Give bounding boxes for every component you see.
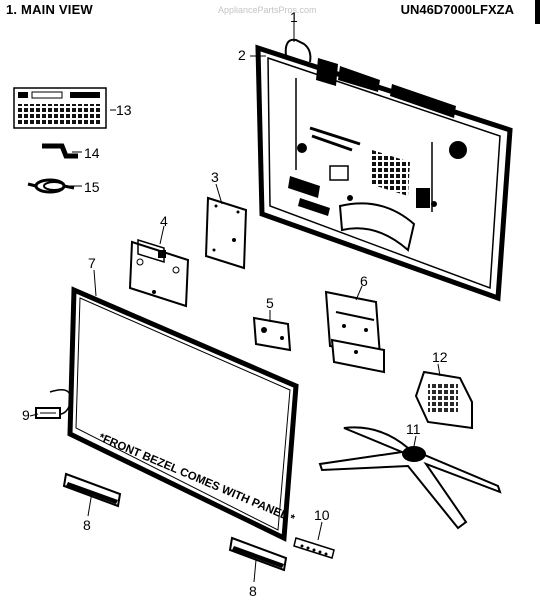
callout-8-left: 8: [83, 517, 91, 533]
callout-1: 1: [290, 9, 298, 25]
part-small-bracket[interactable]: [252, 316, 292, 352]
callout-3: 3: [211, 169, 219, 185]
part-rear-cover[interactable]: [255, 38, 513, 302]
leader-lines: [29, 22, 441, 583]
callout-12: 12: [432, 349, 448, 365]
part-cable[interactable]: [42, 143, 78, 159]
bezel-note: *FRONT BEZEL COMES WITH PANEL *: [97, 432, 297, 526]
callout-5: 5: [266, 295, 274, 311]
callout-4: 4: [160, 213, 168, 229]
callout-2: 2: [238, 47, 246, 63]
part-main-board[interactable]: [204, 196, 248, 270]
callout-9: 9: [22, 407, 30, 423]
callout-14: 14: [84, 145, 100, 161]
part-stand-neck[interactable]: [414, 370, 473, 430]
callout-8-right: 8: [249, 583, 257, 599]
part-remote-label[interactable]: [13, 87, 107, 129]
part-stand-base[interactable]: [318, 426, 502, 530]
callout-6: 6: [360, 273, 368, 289]
watermark: AppliancePartsPros.com: [218, 5, 317, 15]
section-title: 1. MAIN VIEW: [6, 2, 93, 17]
part-stand-mount-bracket[interactable]: [324, 290, 385, 374]
callout-7: 7: [88, 255, 96, 271]
part-ir-sensor[interactable]: [35, 389, 72, 419]
part-speaker-right[interactable]: [228, 536, 288, 572]
callout-13: 13: [116, 102, 132, 118]
part-speaker-left[interactable]: [62, 472, 122, 508]
part-lcd-panel-bezel[interactable]: [67, 286, 299, 542]
model-number: UN46D7000LFXZA: [400, 2, 514, 17]
part-power-board[interactable]: [128, 238, 190, 308]
part-function-keys[interactable]: [293, 537, 335, 559]
part-power-cord[interactable]: [27, 178, 75, 194]
callout-15: 15: [84, 179, 100, 195]
callout-10: 10: [314, 507, 330, 523]
callout-11: 11: [406, 421, 421, 437]
page-edge-bar: [535, 0, 540, 24]
